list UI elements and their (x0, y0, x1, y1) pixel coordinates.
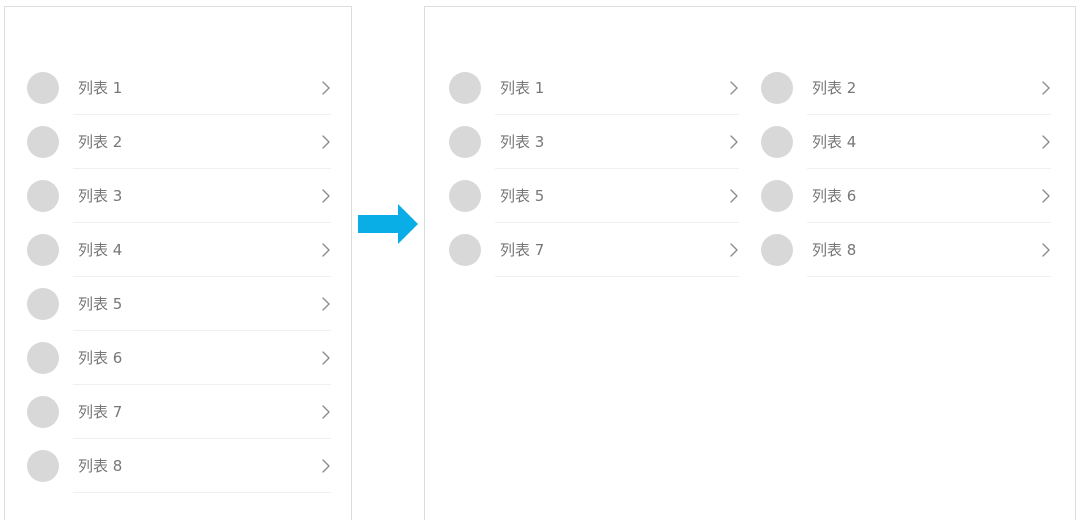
single-column-list-panel: 列表 1 列表 2 列表 3 列表 4 列表 5 (4, 6, 352, 520)
divider (73, 438, 331, 439)
list-item-label: 列表 2 (78, 133, 123, 151)
divider (807, 114, 1051, 115)
list-item-7[interactable]: 列表 7 (27, 385, 331, 439)
chevron-right-icon (730, 189, 738, 203)
grid-item-4[interactable]: 列表 4 (761, 115, 1051, 169)
list-item-2[interactable]: 列表 2 (27, 115, 331, 169)
list-item-label: 列表 8 (78, 457, 123, 475)
avatar (761, 180, 793, 212)
list-item-label: 列表 8 (812, 241, 857, 259)
chevron-right-icon (322, 189, 330, 203)
list-item-1[interactable]: 列表 1 (27, 61, 331, 115)
divider (807, 276, 1051, 277)
divider (73, 168, 331, 169)
list-item-4[interactable]: 列表 4 (27, 223, 331, 277)
list-item-label: 列表 4 (812, 133, 857, 151)
chevron-right-icon (1042, 189, 1050, 203)
divider (495, 114, 739, 115)
list-item-label: 列表 3 (78, 187, 123, 205)
chevron-right-icon (322, 405, 330, 419)
chevron-right-icon (730, 135, 738, 149)
chevron-right-icon (322, 81, 330, 95)
list-item-label: 列表 1 (78, 79, 123, 97)
divider (73, 222, 331, 223)
avatar (449, 180, 481, 212)
grid-item-3[interactable]: 列表 3 (449, 115, 739, 169)
avatar (27, 396, 59, 428)
list-item-label: 列表 7 (78, 403, 123, 421)
grid-item-7[interactable]: 列表 7 (449, 223, 739, 277)
two-column-list-panel: 列表 1 列表 2 列表 3 列表 4 列表 5 (424, 6, 1076, 520)
divider (807, 168, 1051, 169)
divider (73, 114, 331, 115)
list-item-label: 列表 4 (78, 241, 123, 259)
two-column-list: 列表 1 列表 2 列表 3 列表 4 列表 5 (449, 61, 1051, 277)
grid-item-1[interactable]: 列表 1 (449, 61, 739, 115)
grid-item-5[interactable]: 列表 5 (449, 169, 739, 223)
avatar (449, 126, 481, 158)
avatar (761, 126, 793, 158)
list-item-3[interactable]: 列表 3 (27, 169, 331, 223)
avatar (27, 342, 59, 374)
divider (495, 276, 739, 277)
chevron-right-icon (322, 459, 330, 473)
list-item-label: 列表 5 (500, 187, 545, 205)
divider (73, 330, 331, 331)
divider (73, 384, 331, 385)
avatar (27, 126, 59, 158)
list-item-5[interactable]: 列表 5 (27, 277, 331, 331)
avatar (27, 72, 59, 104)
list-item-6[interactable]: 列表 6 (27, 331, 331, 385)
avatar (27, 234, 59, 266)
divider (495, 168, 739, 169)
list-item-label: 列表 6 (812, 187, 857, 205)
chevron-right-icon (730, 81, 738, 95)
avatar (761, 234, 793, 266)
chevron-right-icon (1042, 81, 1050, 95)
arrow-right-icon (358, 204, 418, 244)
chevron-right-icon (322, 243, 330, 257)
avatar (761, 72, 793, 104)
chevron-right-icon (730, 243, 738, 257)
chevron-right-icon (322, 135, 330, 149)
list-item-label: 列表 6 (78, 349, 123, 367)
list-item-label: 列表 3 (500, 133, 545, 151)
list-item-8[interactable]: 列表 8 (27, 439, 331, 493)
chevron-right-icon (322, 351, 330, 365)
avatar (27, 180, 59, 212)
list-item-label: 列表 2 (812, 79, 857, 97)
divider (73, 276, 331, 277)
single-column-list: 列表 1 列表 2 列表 3 列表 4 列表 5 (27, 61, 331, 493)
chevron-right-icon (1042, 135, 1050, 149)
grid-item-6[interactable]: 列表 6 (761, 169, 1051, 223)
avatar (449, 72, 481, 104)
avatar (27, 288, 59, 320)
divider (807, 222, 1051, 223)
grid-item-2[interactable]: 列表 2 (761, 61, 1051, 115)
list-item-label: 列表 5 (78, 295, 123, 313)
avatar (27, 450, 59, 482)
chevron-right-icon (1042, 243, 1050, 257)
chevron-right-icon (322, 297, 330, 311)
divider (495, 222, 739, 223)
list-item-label: 列表 7 (500, 241, 545, 259)
avatar (449, 234, 481, 266)
divider (73, 492, 331, 493)
list-item-label: 列表 1 (500, 79, 545, 97)
grid-item-8[interactable]: 列表 8 (761, 223, 1051, 277)
